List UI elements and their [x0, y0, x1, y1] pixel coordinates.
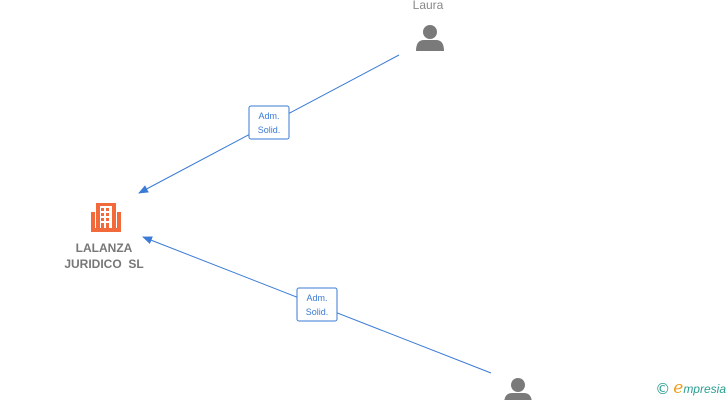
edge-label[interactable]: Adm. Solid.	[296, 287, 338, 322]
person-name: Laura	[413, 0, 444, 12]
edge-label-line1: Adm.	[306, 293, 327, 303]
edge-label[interactable]: Adm. Solid.	[248, 105, 290, 140]
person-node-2[interactable]	[504, 378, 532, 400]
brand-logo-text: mpresia	[683, 382, 726, 396]
person-icon	[416, 25, 444, 51]
copyright-icon: ©	[655, 379, 671, 398]
edge-label-line2: Solid.	[258, 125, 281, 135]
edge-label-box	[248, 105, 290, 140]
brand-logo: empresia	[673, 380, 726, 398]
brand-logo-initial: e	[673, 378, 684, 398]
company-node[interactable]: LALANZA JURIDICO SL	[64, 203, 144, 271]
edge-label-box	[296, 287, 338, 322]
company-name-line1: LALANZA	[76, 241, 133, 255]
empresia-watermark: © empresia	[655, 380, 726, 398]
person-icon	[504, 378, 532, 400]
company-name-line2: JURIDICO SL	[64, 257, 143, 271]
edge-label-line2: Solid.	[306, 307, 329, 317]
building-icon	[91, 203, 121, 232]
edge-label-line1: Adm.	[258, 111, 279, 121]
edge-laura-to-company: Adm. Solid.	[138, 54, 400, 194]
edge-person2-to-company: Adm. Solid.	[142, 236, 492, 374]
person-node-laura[interactable]: Laura	[413, 0, 444, 51]
